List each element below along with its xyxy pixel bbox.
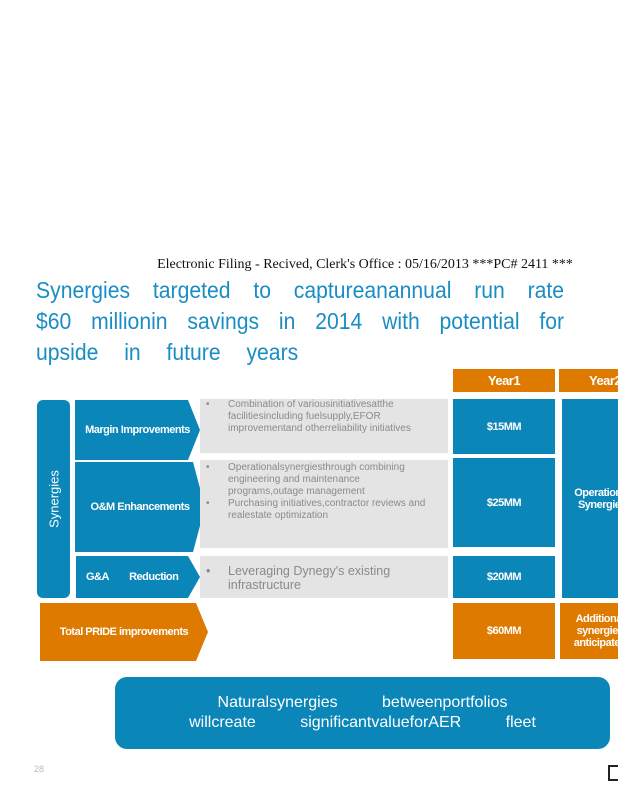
bullet: Operationalsynergiesthrough combining en… xyxy=(206,462,438,498)
row-label-margin: Margin Improvements xyxy=(75,400,200,460)
year1-margin-value: $15MM xyxy=(453,399,555,454)
synergies-side-bar: Synergies xyxy=(37,400,70,598)
title-word: run xyxy=(474,277,505,303)
title-word: 2014 xyxy=(315,308,363,334)
title-word: savings xyxy=(187,308,260,334)
title-word: future xyxy=(166,339,221,365)
title-word: targeted xyxy=(152,277,231,303)
title-word: $60 xyxy=(36,308,72,334)
bullet: Combination of variousinitiativesatthe f… xyxy=(206,399,438,435)
year1-ga-value: $20MM xyxy=(453,556,555,598)
title-word: upside xyxy=(36,339,99,365)
title-line-3: upside in future years xyxy=(36,338,298,366)
title-word: Synergies xyxy=(36,277,131,303)
total-year1: $60MM xyxy=(453,603,555,659)
bullet: Leveraging Dynegy's existing infrastruct… xyxy=(206,564,438,592)
filing-header: Electronic Filing - Recived, Clerk's Off… xyxy=(157,257,573,272)
total-year2: Additional synergies anticipated xyxy=(560,603,618,659)
total-label: Total PRIDE improvements xyxy=(40,603,208,661)
title-word: in xyxy=(278,308,296,334)
title-word: captureanannual xyxy=(293,277,452,303)
year2-header: Year2 xyxy=(559,369,618,392)
title-line-2: $60 millionin savings in 2014 with potential fo… xyxy=(36,307,564,335)
title-word: rate xyxy=(527,277,565,303)
page-number: 28 xyxy=(34,764,45,774)
title-word: to xyxy=(253,277,271,303)
title-word: millionin xyxy=(91,308,168,334)
title-word: for xyxy=(539,308,565,334)
year1-om-value: $25MM xyxy=(453,458,555,547)
year1-header: Year1 xyxy=(453,369,555,392)
row-desc-margin: Combination of variousinitiativesatthe f… xyxy=(200,399,448,453)
synergies-label: Synergies xyxy=(46,470,61,528)
title-word: potential xyxy=(439,308,520,334)
row-label-ga: G&A Reduction xyxy=(76,556,200,598)
callout-box: Naturalsynergies betweenportfolios willc… xyxy=(115,677,610,749)
title-word: years xyxy=(246,339,299,365)
logo-fragment-icon xyxy=(608,765,618,781)
title-word: with xyxy=(382,308,420,334)
title-word: in xyxy=(124,339,141,365)
row-label-om: O&M Enhancements xyxy=(75,462,205,552)
row-desc-om: Operationalsynergiesthrough combining en… xyxy=(200,460,448,548)
bullet: Purchasing initiatives,contractor review… xyxy=(206,498,438,522)
year2-synergies: Operational Synergies xyxy=(562,399,618,598)
row-desc-ga: Leveraging Dynegy's existing infrastruct… xyxy=(200,556,448,598)
